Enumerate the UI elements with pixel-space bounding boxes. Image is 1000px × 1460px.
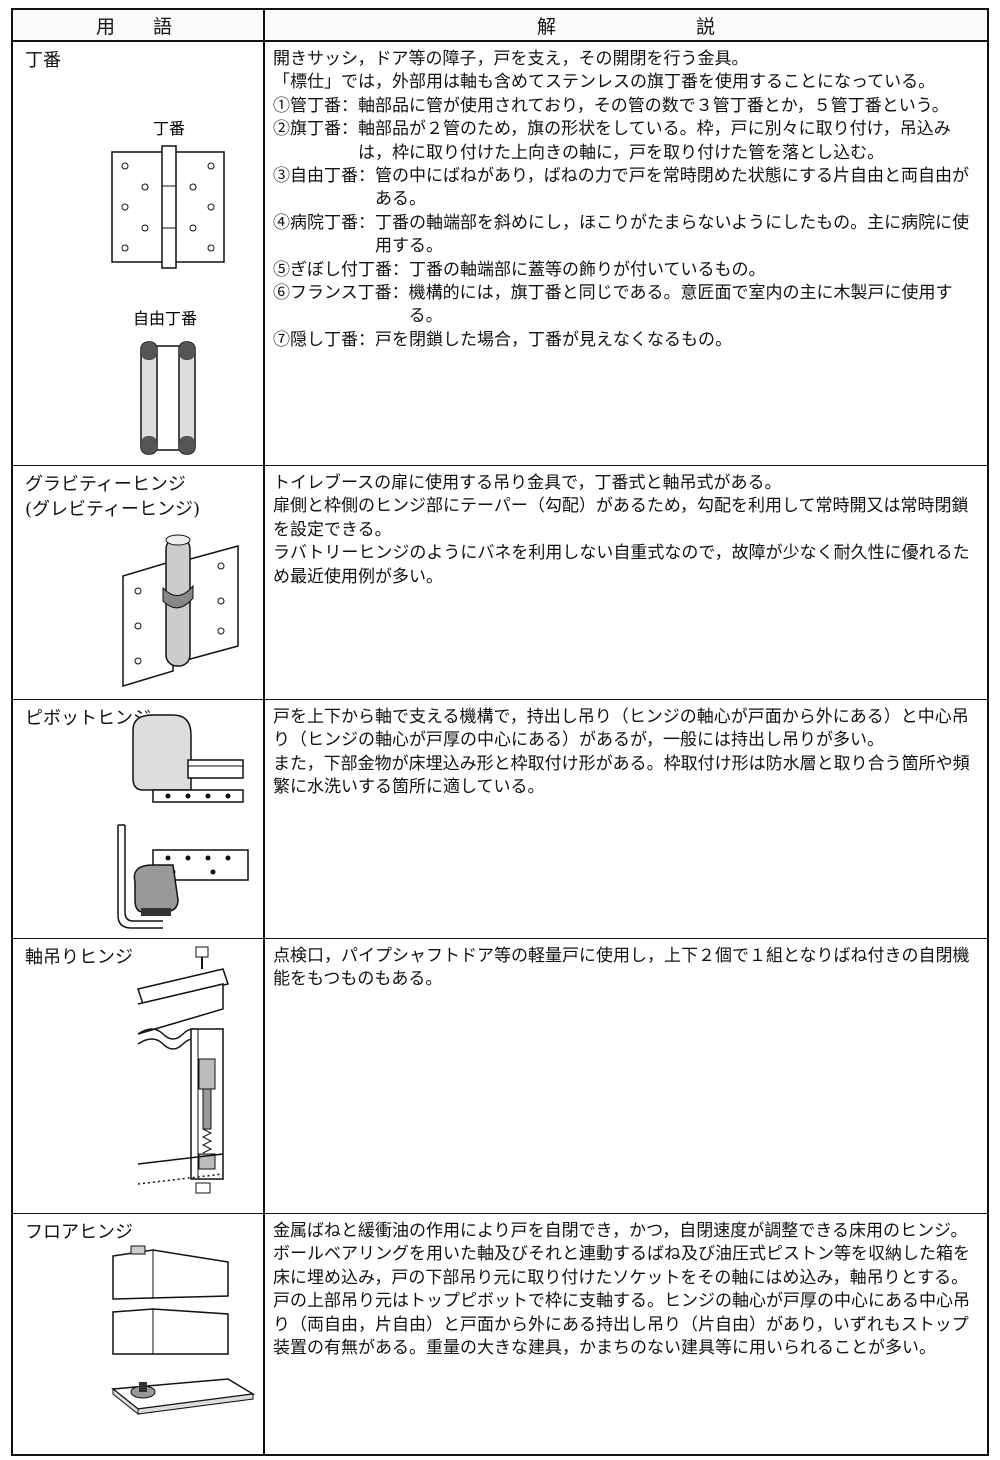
term-name: 軸吊りヒンジ [25,947,133,968]
paragraph: また，下部金物が床埋込み形と枠取付け形がある。枠取付け形は防水層と取り合う箇所や… [273,753,970,798]
pivot-hinge-illustration [117,714,249,929]
item-text: 機構的には，旗丁番と同じである。意匠面で室内の主に木製戸に使用する。 [408,283,953,327]
item-label: ③自由丁番： [273,166,375,187]
item-text: 丁番の軸端部に蓋等の飾りが付いているもの。 [409,259,766,280]
term-name: グラビティーヒンジ (グレビティーヒンジ) [25,474,200,520]
gravity-hinge-illustration [122,534,239,688]
explanation-cell: 点検口，パイプシャフトドア等の軽量戸に使用し，上下２個で１組となりばね付きの自閉… [265,939,987,1213]
list-item: ⑤ぎぼし付丁番：丁番の軸端部に蓋等の飾りが付いているもの。 [273,259,979,282]
table-row-hinge: 丁番 丁番 自由丁番 [13,42,987,466]
paragraph: 扉側と枠側のヒンジ部にテーパー（勾配）があるため，勾配を利用して常時開又は常時閉… [273,496,969,540]
explanation-cell: トイレブースの扉に使用する吊り金具で，丁番式と軸吊式がある。 扉側と枠側のヒンジ… [265,466,987,699]
header-explanation: 解説 [536,15,855,38]
paragraph: 戸を上下から軸で支える機構で，持出し吊り（ヒンジの軸心が戸面から外にある）と中心… [273,707,969,751]
paragraph: 金属ばねと緩衝油の作用により戸を自閉でき，かつ，自閉速度が調整できる床用のヒンジ… [273,1221,970,1359]
item-text: 軸部品に管が使用されており，その管の数で３管丁番とか，５管丁番という。 [358,95,949,116]
list-item: ②旗丁番：軸部品が２管のため，旗の形状をしている。枠，戸に別々に取り付け，吊込み… [273,118,979,165]
table-row-floor-hinge: フロアヒンジ 金属ばねと緩衝油の作用により戸を自閉でき，かつ，自閉速度が調整でき… [13,1214,987,1454]
shaft-hinge-illustration [137,946,229,1194]
item-label: ⑥フランス丁番： [273,283,409,304]
term-cell: フロアヒンジ [13,1214,265,1454]
paragraph: ラバトリーヒンジのようにバネを利用しない自重式なので，故障が少なく耐久性に優れる… [273,543,970,587]
term-cell: グラビティーヒンジ (グレビティーヒンジ) [13,466,265,699]
fig-label-free-hinge: 自由丁番 [133,309,197,328]
term-name: フロアヒンジ [25,1222,133,1243]
fig-label-hinge: 丁番 [153,119,185,138]
term-name: 丁番 [25,50,61,71]
item-label: ②旗丁番： [273,119,358,140]
list-item: ③自由丁番：管の中にばねがあり，ばねの力で戸を常時閉めた状態にする片自由と両自由… [273,165,979,212]
table-header: 用語 解説 [13,10,987,42]
item-label: ④病院丁番： [273,212,375,233]
hinge-illustration: 丁番 自由丁番 [111,119,225,455]
paragraph: トイレブースの扉に使用する吊り金具で，丁番式と軸吊式がある。 [273,473,782,493]
explanation-cell: 戸を上下から軸で支える機構で，持出し吊り（ヒンジの軸心が戸面から外にある）と中心… [265,700,987,938]
table-row-pivot-hinge: ピボットヒンジ 戸を上下から軸で支える機構で，持出し吊り（ヒンジの軸心が戸面から… [13,700,987,939]
list-item: ⑥フランス丁番：機構的には，旗丁番と同じである。意匠面で室内の主に木製戸に使用す… [273,282,979,329]
item-label: ①管丁番： [273,95,358,116]
list-item: ①管丁番：軸部品に管が使用されており，その管の数で３管丁番とか，５管丁番という。 [273,95,979,118]
item-text: 軸部品が２管のため，旗の形状をしている。枠，戸に別々に取り付け，吊込みは，枠に取… [358,119,951,163]
paragraph: 開きサッシ，ドア等の障子，戸を支え，その開閉を行う金具。 [273,49,749,69]
term-name: ピボットヒンジ [25,708,151,729]
table-row-shaft-hinge: 軸吊りヒンジ 点検口，パイプシャフトドア等の軽量戸に使用し，上下２個で [13,939,987,1214]
item-text: 戸を閉鎖した場合，丁番が見えなくなるもの。 [375,329,732,350]
term-cell: 丁番 丁番 自由丁番 [13,42,265,465]
header-term: 用語 [13,10,265,40]
item-label: ⑦隠し丁番： [273,329,375,350]
explanation-cell: 金属ばねと緩衝油の作用により戸を自閉でき，かつ，自閉速度が調整できる床用のヒンジ… [265,1214,987,1454]
floor-hinge-illustration [111,1245,256,1416]
list-item: ④病院丁番：丁番の軸端部を斜めにし，ほこりがたまらないようにしたもの。主に病院に… [273,212,979,259]
paragraph: 点検口，パイプシャフトドア等の軽量戸に使用し，上下２個で１組となりばね付きの自閉… [273,946,970,990]
explanation-cell: 開きサッシ，ドア等の障子，戸を支え，その開閉を行う金具。 「標仕」では，外部用は… [265,42,987,465]
term-cell: 軸吊りヒンジ [13,939,265,1213]
term-cell: ピボットヒンジ [13,700,265,938]
item-label: ⑤ぎぼし付丁番： [273,259,409,280]
paragraph: 「標仕」では，外部用は軸も含めてステンレスの旗丁番を使用することになっている。 [273,72,936,93]
item-text: 管の中にばねがあり，ばねの力で戸を常時閉めた状態にする片自由と両自由がある。 [375,166,969,210]
table-row-gravity-hinge: グラビティーヒンジ (グレビティーヒンジ) トイレブースの扉に使用する吊り金具で… [13,466,987,700]
list-item: ⑦隠し丁番：戸を閉鎖した場合，丁番が見えなくなるもの。 [273,329,979,352]
item-text: 丁番の軸端部を斜めにし，ほこりがたまらないようにしたもの。主に病院に使用する。 [375,212,970,257]
glossary-table: 用語 解説 丁番 丁番 自由丁番 [11,8,989,1456]
